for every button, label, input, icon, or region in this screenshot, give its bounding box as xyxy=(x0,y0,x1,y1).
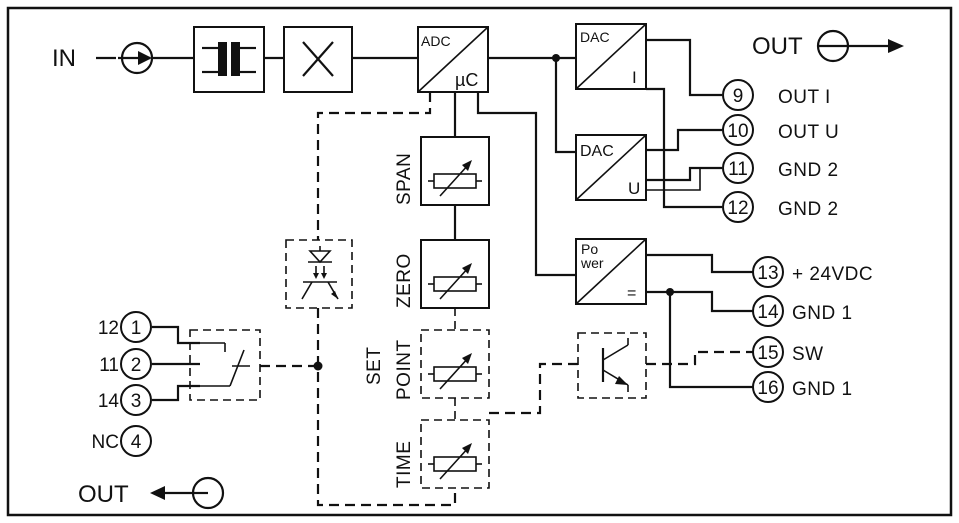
power-output-symbol: = xyxy=(627,285,636,302)
right-terminal-10: 10 OUT U xyxy=(722,114,839,146)
output-arrow-icon xyxy=(816,29,904,63)
input-label: IN xyxy=(52,45,76,72)
right-terminal-14: 14 GND 1 xyxy=(752,295,853,327)
dac-current-label: DAC xyxy=(580,29,610,45)
right-terminal-16: 16 GND 1 xyxy=(752,371,853,403)
right-terminal-9-label: OUT I xyxy=(778,87,831,108)
uc-label: µC xyxy=(455,70,478,90)
left-terminal-4-number: 4 xyxy=(131,432,142,453)
right-terminal-12-label: GND 2 xyxy=(778,199,839,220)
right-terminal-10-label: OUT U xyxy=(778,122,839,143)
left-terminal-2-label: 11 xyxy=(99,355,119,376)
input-arrow-icon xyxy=(118,41,154,75)
left-terminal-2-number: 2 xyxy=(131,355,142,376)
zero-potentiometer xyxy=(420,239,490,309)
right-terminal-12-number: 12 xyxy=(727,198,748,219)
optocoupler xyxy=(285,239,353,309)
power-label-2: wer xyxy=(580,255,604,271)
set-label: SET xyxy=(364,347,385,385)
right-terminal-13: 13 + 24VDC xyxy=(752,256,873,288)
right-terminal-15: 15 SW xyxy=(752,336,824,368)
time-label: TIME xyxy=(394,441,415,488)
left-terminal-1-number: 1 xyxy=(131,318,142,339)
output-bottom-label: OUT xyxy=(78,481,129,508)
dac-current-output: I xyxy=(632,68,637,87)
isolation-block xyxy=(193,26,265,93)
right-terminal-16-number: 16 xyxy=(757,378,778,399)
zero-label: ZERO xyxy=(394,253,415,308)
left-terminal-4-label: NC xyxy=(92,432,119,453)
right-terminal-11-number: 11 xyxy=(728,159,748,180)
right-terminal-14-label: GND 1 xyxy=(792,303,853,324)
adc-label: ADC xyxy=(421,33,451,49)
left-terminal-4: 4 NC xyxy=(92,425,152,457)
span-potentiometer xyxy=(420,136,490,206)
left-terminal-1: 1 12 xyxy=(98,311,152,343)
left-terminal-3-number: 3 xyxy=(131,391,142,412)
left-terminal-2: 2 11 xyxy=(99,348,152,380)
time-potentiometer xyxy=(420,419,490,489)
right-terminal-11: 11 GND 2 xyxy=(722,152,839,184)
right-terminal-13-number: 13 xyxy=(757,263,778,284)
dac-voltage-label: DAC xyxy=(580,143,614,160)
right-terminal-15-number: 15 xyxy=(757,343,778,364)
right-terminal-14-number: 14 xyxy=(757,302,779,323)
diagram-frame xyxy=(6,6,953,517)
right-terminal-13-label: + 24VDC xyxy=(792,264,873,285)
output-bottom-arrow-icon xyxy=(150,476,225,510)
right-terminal-9-number: 9 xyxy=(733,86,744,107)
left-terminal-1-label: 12 xyxy=(98,318,119,339)
right-terminal-12: 12 GND 2 xyxy=(722,191,839,223)
right-terminal-15-label: SW xyxy=(792,344,824,365)
span-label: SPAN xyxy=(394,153,415,205)
left-terminal-3: 3 14 xyxy=(98,384,152,416)
power-label-1: Po xyxy=(581,241,598,257)
right-terminal-10-number: 10 xyxy=(727,121,748,142)
right-terminal-11-label: GND 2 xyxy=(778,160,839,181)
power-block: Po wer = xyxy=(575,238,647,305)
output-top-label: OUT xyxy=(752,33,803,60)
setpoint-potentiometer xyxy=(420,329,490,399)
dac-voltage-output: U xyxy=(628,179,640,198)
right-terminal-16-label: GND 1 xyxy=(792,379,853,400)
relay-contact xyxy=(189,329,261,401)
multiplier-block xyxy=(283,26,353,93)
output-transistor xyxy=(577,332,647,399)
right-terminal-9: 9 OUT I xyxy=(722,79,831,111)
dac-current-block: DAC I xyxy=(575,23,647,90)
point-label: POINT xyxy=(394,339,415,400)
adc-uc-block: ADC µC xyxy=(417,26,489,93)
dac-voltage-block: DAC U xyxy=(575,134,647,201)
left-terminal-3-label: 14 xyxy=(98,391,120,412)
